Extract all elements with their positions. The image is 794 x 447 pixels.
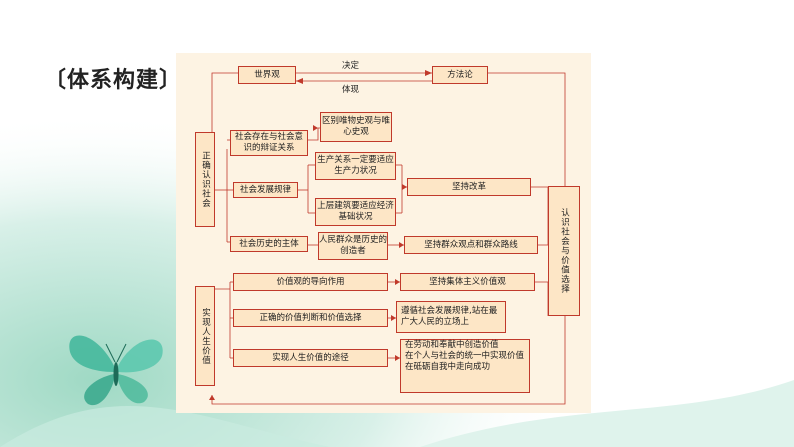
methodology-node: 方法论 xyxy=(432,66,488,84)
dev-law-node: 社会发展规律 xyxy=(233,182,298,198)
butterfly-icon xyxy=(69,335,163,406)
judgment-choice-node: 正确的价值判断和价值选择 xyxy=(233,309,388,327)
life-value-node: 实现人生价值 xyxy=(195,286,215,386)
understand-society-node: 正确认识社会 xyxy=(195,132,215,227)
collectivism-node: 坚持集体主义价值观 xyxy=(400,273,535,291)
reform-node: 坚持改革 xyxy=(407,178,531,196)
right-column-node: 认识社会与价值选择 xyxy=(548,186,580,316)
path-item: 在劳动和奉献中创造价值 xyxy=(405,340,499,350)
superstructure-node: 上层建筑要适应经济基础状况 xyxy=(315,198,396,226)
follow-law-node: 遵循社会发展规律,站在最广大人民的立场上 xyxy=(396,301,506,333)
path-item: 在砥砺自我中走向成功 xyxy=(405,362,491,372)
distinguish-node: 区别唯物史观与唯心史观 xyxy=(320,112,392,142)
path-item: 在个人与社会的统一中实现价值 xyxy=(405,351,525,361)
embodies-label: 体现 xyxy=(342,85,360,95)
worldview-node: 世界观 xyxy=(238,66,296,84)
realize-path-node: 实现人生价值的途径 xyxy=(233,349,388,367)
value-guidance-node: 价值观的导向作用 xyxy=(233,273,388,291)
mass-line-node: 坚持群众观点和群众路线 xyxy=(404,236,538,254)
decides-label: 决定 xyxy=(342,61,360,71)
page-heading: 〔体系构建〕 xyxy=(44,68,183,93)
masses-creators-node: 人民群众是历史的创造者 xyxy=(318,232,388,260)
history-subject-node: 社会历史的主体 xyxy=(230,236,308,252)
production-relations-node: 生产关系一定要适应生产力状况 xyxy=(315,152,396,180)
existence-consciousness-node: 社会存在与社会意识的辩证关系 xyxy=(230,130,308,156)
paths-node: 在劳动和奉献中创造价值 在个人与社会的统一中实现价值 在砥砺自我中走向成功 xyxy=(400,339,530,393)
